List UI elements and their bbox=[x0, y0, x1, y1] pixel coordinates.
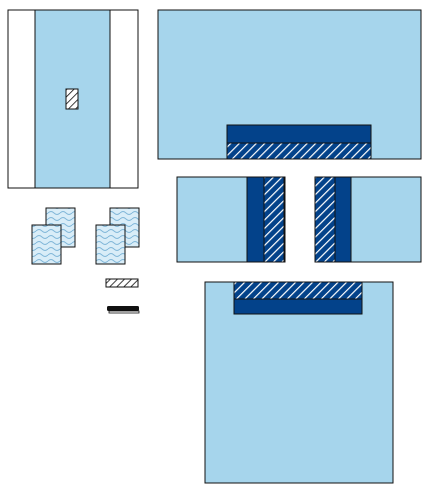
cable-holder bbox=[107, 306, 139, 313]
bottom-sheet bbox=[205, 282, 393, 483]
towel bbox=[96, 225, 125, 264]
side-left-adhesive bbox=[264, 177, 284, 262]
bottom-sheet-dark-band bbox=[234, 299, 362, 314]
towel-pair-left bbox=[32, 208, 75, 264]
fenestration-adhesive bbox=[66, 89, 78, 109]
full-sheet bbox=[8, 10, 138, 188]
top-sheet-dark-band bbox=[227, 125, 371, 143]
side-right-dark-band bbox=[335, 177, 351, 262]
side-left-dark-band bbox=[247, 177, 264, 262]
tape-strip bbox=[106, 279, 138, 287]
side-right-adhesive bbox=[315, 177, 335, 262]
side-drape-right bbox=[315, 177, 421, 262]
top-sheet bbox=[158, 10, 421, 159]
towel-pair-right bbox=[96, 208, 139, 264]
bottom-sheet-adhesive-strip bbox=[234, 282, 362, 299]
top-sheet-adhesive-strip bbox=[227, 143, 371, 159]
towel bbox=[32, 225, 61, 264]
side-drape-left bbox=[177, 177, 285, 262]
